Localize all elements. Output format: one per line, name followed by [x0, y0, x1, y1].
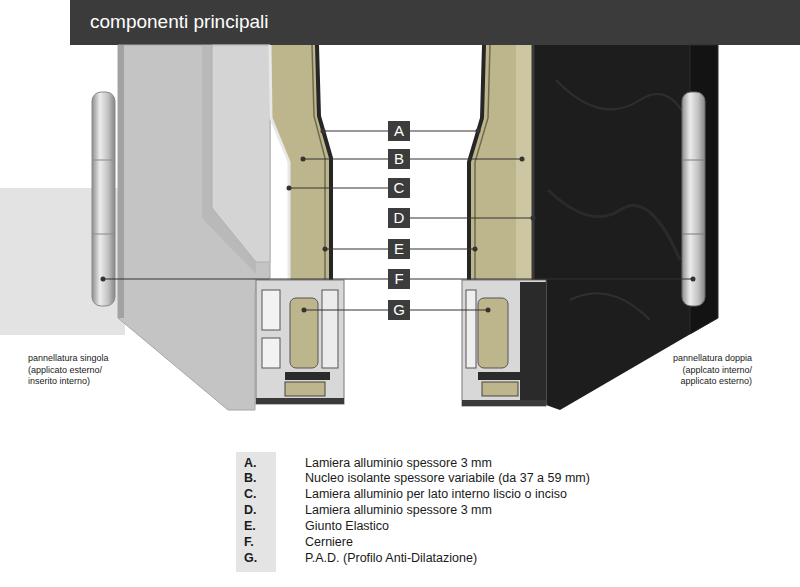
callout-box: E	[388, 239, 410, 259]
outer-sheet	[532, 45, 535, 282]
profile-chamber	[262, 290, 280, 330]
profile-base	[256, 398, 344, 404]
key-description: Lamiera alluminio spessore 3 mm	[305, 456, 492, 471]
key-description: Cerniere	[305, 535, 353, 550]
page-title: componenti principali	[90, 11, 269, 33]
leader-dot	[486, 308, 491, 313]
stone-texture	[556, 80, 700, 160]
callout-letter: E	[394, 241, 404, 257]
leader-dot	[101, 277, 106, 282]
leader-lines	[103, 131, 693, 310]
inner-panel	[212, 45, 270, 262]
leader-line	[410, 159, 522, 160]
leader-dot	[301, 157, 306, 162]
leader-dot	[473, 247, 478, 252]
profile-base	[462, 400, 546, 406]
header-bar	[70, 0, 800, 45]
stone-texture	[548, 190, 680, 260]
leader-dot	[302, 308, 307, 313]
key-letter: G.	[244, 551, 257, 566]
key-letter: C.	[244, 487, 257, 502]
profile-chamber	[466, 290, 476, 368]
key-letter-band: A.B.C.D.E.F.G.	[236, 452, 276, 572]
insulated-chamber	[290, 298, 318, 368]
key-description: Giunto Elastico	[305, 519, 389, 534]
profile-chamber	[262, 338, 280, 368]
hinge-joint	[683, 234, 704, 235]
hinge	[682, 92, 705, 306]
callout-letter: F	[394, 271, 403, 287]
callout-box: F	[388, 269, 410, 289]
profile-chamber	[322, 290, 338, 368]
aluminium-profile	[256, 280, 344, 404]
leader-dot	[287, 186, 292, 191]
leader-line	[325, 249, 388, 250]
hinge-joint	[93, 234, 114, 235]
hinge	[92, 92, 115, 306]
key-letter: F.	[244, 535, 254, 550]
key-description: Nucleo isolante spessore variabile (da 3…	[305, 471, 590, 486]
callout-letter: G	[393, 302, 405, 318]
leader-dots	[101, 129, 696, 313]
outer-sheet	[469, 45, 484, 282]
panel-type-note: pannellatura doppia (applcato interno/ a…	[652, 353, 752, 388]
inner-sheet	[270, 45, 289, 282]
key-letter: E.	[244, 519, 256, 534]
leader-dot	[321, 129, 326, 134]
hinge-joint	[93, 160, 114, 161]
gasket	[478, 372, 520, 380]
leader-line	[289, 188, 388, 189]
callout-box: B	[388, 149, 410, 169]
insulation-core	[270, 45, 330, 282]
leader-line	[410, 131, 478, 132]
leader-line	[103, 279, 388, 280]
key-description: P.A.D. (Profilo Anti-Dilatazione)	[305, 551, 477, 566]
leader-line	[303, 159, 388, 160]
insulated-chamber	[285, 382, 325, 396]
leader-dot	[691, 277, 696, 282]
leader-line	[410, 249, 475, 250]
leader-line	[323, 131, 388, 132]
leader-dot	[323, 247, 328, 252]
callout-box: D	[388, 208, 410, 228]
key-description: Lamiera alluminio per lato interno lisci…	[305, 487, 567, 502]
outer-sheet	[317, 45, 331, 282]
hinge-joint	[683, 160, 704, 161]
insulation-core-face	[516, 45, 532, 282]
leader-dot	[520, 157, 525, 162]
key-description: Lamiera alluminio spessore 3 mm	[305, 503, 492, 518]
callout-letter: C	[394, 180, 405, 196]
callout-box: G	[388, 300, 410, 320]
leader-dot	[531, 216, 536, 221]
stone-texture	[570, 293, 650, 320]
profile-dark-part	[520, 282, 546, 406]
panel-type-note: pannellatura singola (applicato esterno/…	[28, 353, 128, 388]
callout-letter: A	[394, 123, 404, 139]
door-face	[118, 45, 270, 410]
key-letter: B.	[244, 471, 257, 486]
leader-line	[410, 218, 533, 219]
insulation-core	[470, 45, 532, 282]
insulated-chamber	[482, 382, 518, 396]
key-letter: D.	[244, 503, 257, 518]
leader-dot	[476, 129, 481, 134]
callout-box: C	[388, 178, 410, 198]
aluminium-profile	[462, 280, 546, 406]
leader-line	[410, 310, 488, 311]
gasket	[285, 372, 330, 380]
key-letter: A.	[244, 456, 257, 471]
leader-line	[304, 310, 388, 311]
callout-letter: B	[394, 151, 404, 167]
insulated-chamber	[478, 298, 508, 368]
callout-box: A	[388, 121, 410, 141]
frame-edge	[118, 45, 124, 318]
callout-letter: D	[394, 210, 405, 226]
leader-line	[410, 279, 693, 280]
